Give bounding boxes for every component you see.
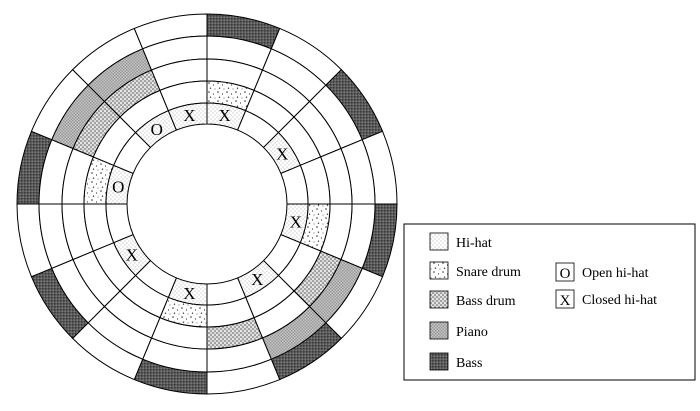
legend-box bbox=[403, 223, 696, 381]
legend-item-bass: Bass bbox=[429, 352, 482, 371]
hihat-mark-step-6: X bbox=[251, 270, 263, 289]
hihat-mark-step-0: X bbox=[219, 106, 231, 125]
legend: Hi-hat Snare drum Bass drum Piano Bass O… bbox=[403, 223, 696, 381]
legend-swatch-piano bbox=[429, 321, 449, 340]
hihat-mark-step-15: X bbox=[183, 106, 195, 125]
legend-swatch-bass bbox=[429, 352, 449, 371]
legend-label-piano: Piano bbox=[456, 325, 488, 340]
hihat-mark-step-14: O bbox=[151, 120, 163, 139]
legend-symbol-open: O bbox=[560, 266, 571, 282]
legend-label-closed-hihat: Closed hi-hat bbox=[582, 293, 657, 308]
legend-label-snare-drum: Snare drum bbox=[456, 265, 521, 280]
hihat-mark-step-10: X bbox=[126, 245, 138, 264]
legend-item-bass-drum: Bass drum bbox=[429, 290, 516, 309]
rhythm-wheel: X X X X X X O O X bbox=[16, 13, 398, 395]
legend-item-hihat: Hi-hat bbox=[429, 232, 492, 251]
legend-symbol-box-open bbox=[555, 262, 575, 282]
hihat-mark-step-8: X bbox=[183, 284, 195, 303]
legend-item-snare-drum: Snare drum bbox=[429, 261, 521, 280]
legend-swatch-bass-drum bbox=[429, 290, 449, 309]
legend-label-open-hihat: Open hi-hat bbox=[582, 266, 649, 281]
legend-label-bass-drum: Bass drum bbox=[456, 294, 516, 309]
legend-symbol-closed: X bbox=[560, 293, 571, 309]
legend-swatch-snare-drum bbox=[429, 261, 449, 280]
legend-label-bass: Bass bbox=[456, 356, 482, 371]
hihat-mark-step-4: X bbox=[290, 213, 302, 232]
legend-symbol-box-closed bbox=[555, 289, 575, 309]
hihat-mark-step-12: O bbox=[112, 177, 124, 196]
legend-item-open-hihat: O Open hi-hat bbox=[555, 262, 649, 282]
hihat-mark-step-2: X bbox=[276, 145, 288, 164]
legend-item-closed-hihat: X Closed hi-hat bbox=[555, 289, 657, 309]
legend-swatch-hihat bbox=[429, 232, 449, 251]
legend-item-piano: Piano bbox=[429, 321, 488, 340]
legend-label-hihat: Hi-hat bbox=[456, 236, 492, 251]
cell-hi-hat-step-15 bbox=[167, 102, 208, 131]
